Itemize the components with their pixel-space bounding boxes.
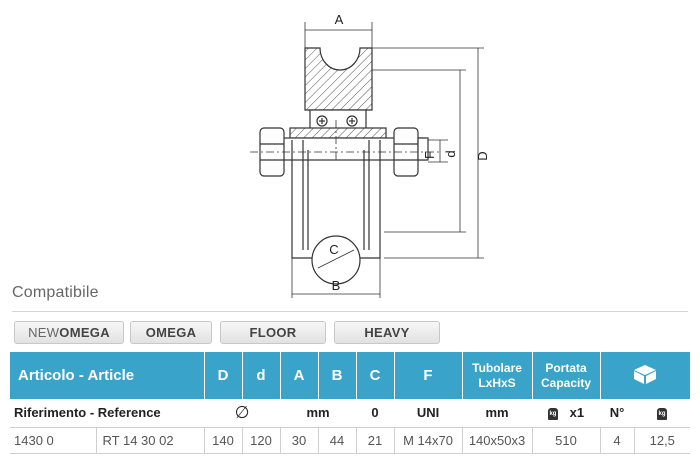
table-units-row: Riferimento - Reference ∅ mm 0 UNI mm kg… [10, 399, 691, 428]
spec-table: Articolo - Article D d A B C F Tubolare … [10, 352, 691, 454]
cell-code: 1430 0 [10, 427, 96, 454]
axle-plate [289, 127, 387, 139]
header-A: A [279, 352, 319, 399]
units-mm: mm [280, 399, 357, 428]
tag-newomega[interactable]: NEWOMEGA [14, 321, 124, 344]
tag-main: FLOOR [249, 325, 297, 340]
header-d: d [241, 352, 281, 399]
table-header-row: Articolo - Article D d A B C F Tubolare … [10, 352, 691, 399]
tag-main: HEAVY [364, 325, 410, 340]
header-B: B [317, 352, 357, 399]
cell-C: 21 [355, 427, 395, 454]
units-x1: x1 [569, 405, 585, 421]
dim-A-label: A [335, 12, 344, 27]
units-uni: UNI [394, 399, 463, 428]
header-C: C [355, 352, 395, 399]
dim-D-label: D [475, 151, 490, 160]
units-reference: Riferimento - Reference [10, 399, 205, 428]
units-c: 0 [356, 399, 395, 428]
units-kg: kg [634, 399, 691, 428]
dim-B-label: B [332, 278, 341, 293]
header-tubolare-line2: LxHxS [478, 375, 516, 390]
cell-tubolare: 140x50x3 [461, 427, 533, 454]
kg-icon: kg [657, 407, 668, 420]
cell-reference: RT 14 30 02 [95, 427, 205, 454]
table-row: 1430 0 RT 14 30 02 140 120 30 44 21 M 14… [10, 427, 691, 454]
tube-section [311, 235, 361, 285]
dim-C-label: C [329, 242, 338, 257]
wheel-section [304, 47, 373, 111]
compatibility-divider [12, 311, 688, 312]
tag-floor[interactable]: FLOOR [220, 321, 326, 344]
header-portata-line1: Portata [545, 360, 587, 375]
tag-main: OMEGA [145, 325, 197, 340]
cell-B: 44 [317, 427, 357, 454]
header-package [599, 352, 691, 399]
dim-d-label: d [443, 150, 458, 157]
compatibility-label: Compatibile [12, 284, 99, 301]
header-article: Articolo - Article [10, 352, 205, 399]
cell-F: M 14x70 [393, 427, 463, 454]
header-F: F [393, 352, 463, 399]
tag-heavy[interactable]: HEAVY [334, 321, 440, 344]
cell-d: 120 [241, 427, 281, 454]
units-mm-tube: mm [462, 399, 533, 428]
tag-omega[interactable]: OMEGA [130, 321, 212, 344]
cell-portata: 510 [531, 427, 601, 454]
header-tubolare: Tubolare LxHxS [461, 352, 533, 399]
cell-kg: 12,5 [633, 427, 691, 454]
header-portata: Portata Capacity [531, 352, 601, 399]
units-capacity: kg x1 [532, 399, 601, 428]
header-tubolare-line1: Tubolare [472, 360, 522, 375]
header-D: D [203, 352, 243, 399]
cell-A: 30 [279, 427, 319, 454]
units-diameter: ∅ [204, 399, 281, 428]
tag-main: OMEGA [59, 325, 110, 340]
dim-F-label: F [422, 151, 437, 159]
cell-n: 4 [599, 427, 635, 454]
tag-prefix: NEW [28, 325, 60, 340]
units-n: N° [600, 399, 635, 428]
kg-icon: kg [547, 407, 558, 420]
header-portata-line2: Capacity [541, 375, 592, 390]
cell-D: 140 [203, 427, 243, 454]
box-icon [634, 364, 657, 384]
technical-drawing: A B C D d F [250, 12, 490, 298]
